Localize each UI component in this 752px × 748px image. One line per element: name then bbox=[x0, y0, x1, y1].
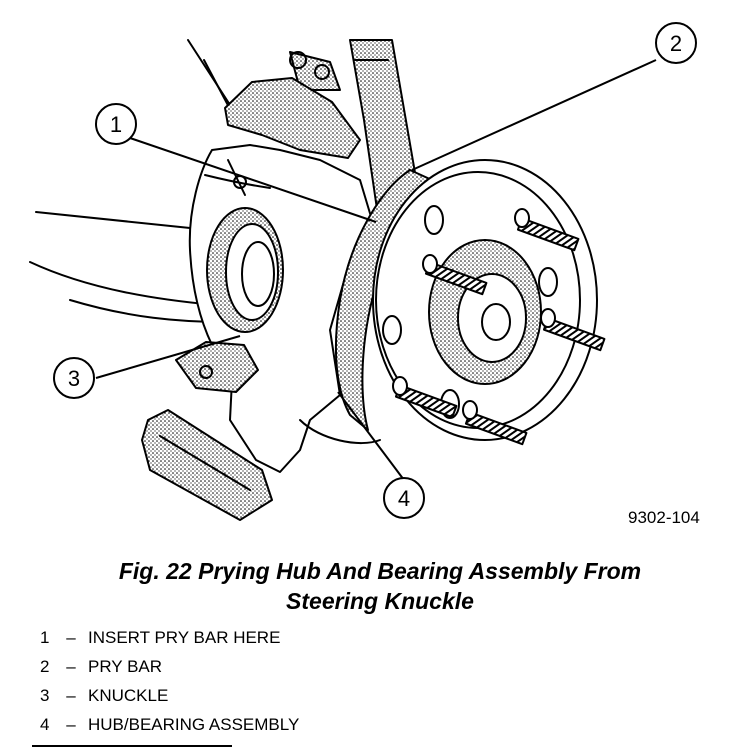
legend-dash: – bbox=[66, 715, 76, 734]
legend-number: 3 bbox=[40, 686, 50, 705]
callout-label-2: 2 bbox=[670, 31, 682, 56]
legend-text: INSERT PRY BAR HERE bbox=[88, 628, 281, 647]
legend-item: 2–PRY BAR bbox=[40, 652, 299, 681]
legend-dash: – bbox=[66, 628, 76, 647]
caption-line-1: Fig. 22 Prying Hub And Bearing Assembly … bbox=[118, 558, 642, 584]
legend-number: 4 bbox=[40, 715, 50, 734]
caption-line-2: Steering Knuckle bbox=[286, 588, 474, 614]
callout-label-4: 4 bbox=[398, 486, 410, 511]
legend-number: 1 bbox=[40, 628, 50, 647]
legend-text: KNUCKLE bbox=[88, 686, 169, 705]
bottom-divider bbox=[32, 745, 232, 747]
legend-text: PRY BAR bbox=[88, 657, 163, 676]
legend-item: 4–HUB/BEARING ASSEMBLY bbox=[40, 710, 299, 739]
legend-dash: – bbox=[66, 686, 76, 705]
callout-2: 2 bbox=[655, 22, 697, 64]
hub-bearing-illustration: 1 2 3 4 bbox=[29, 22, 697, 521]
legend-text: HUB/BEARING ASSEMBLY bbox=[88, 715, 300, 734]
legend-item: 3–KNUCKLE bbox=[40, 681, 299, 710]
callout-4: 4 bbox=[383, 477, 425, 519]
legend-dash: – bbox=[66, 657, 76, 676]
callout-1: 1 bbox=[95, 103, 137, 145]
callout-label-3: 3 bbox=[68, 366, 80, 391]
legend-number: 2 bbox=[40, 657, 50, 676]
figure-id: 9302-104 bbox=[628, 508, 700, 527]
callout-label-1: 1 bbox=[110, 112, 122, 137]
callout-3: 3 bbox=[53, 357, 95, 399]
legend-list: 1–INSERT PRY BAR HERE 2–PRY BAR 3–KNUCKL… bbox=[40, 623, 299, 739]
legend-item: 1–INSERT PRY BAR HERE bbox=[40, 623, 299, 652]
